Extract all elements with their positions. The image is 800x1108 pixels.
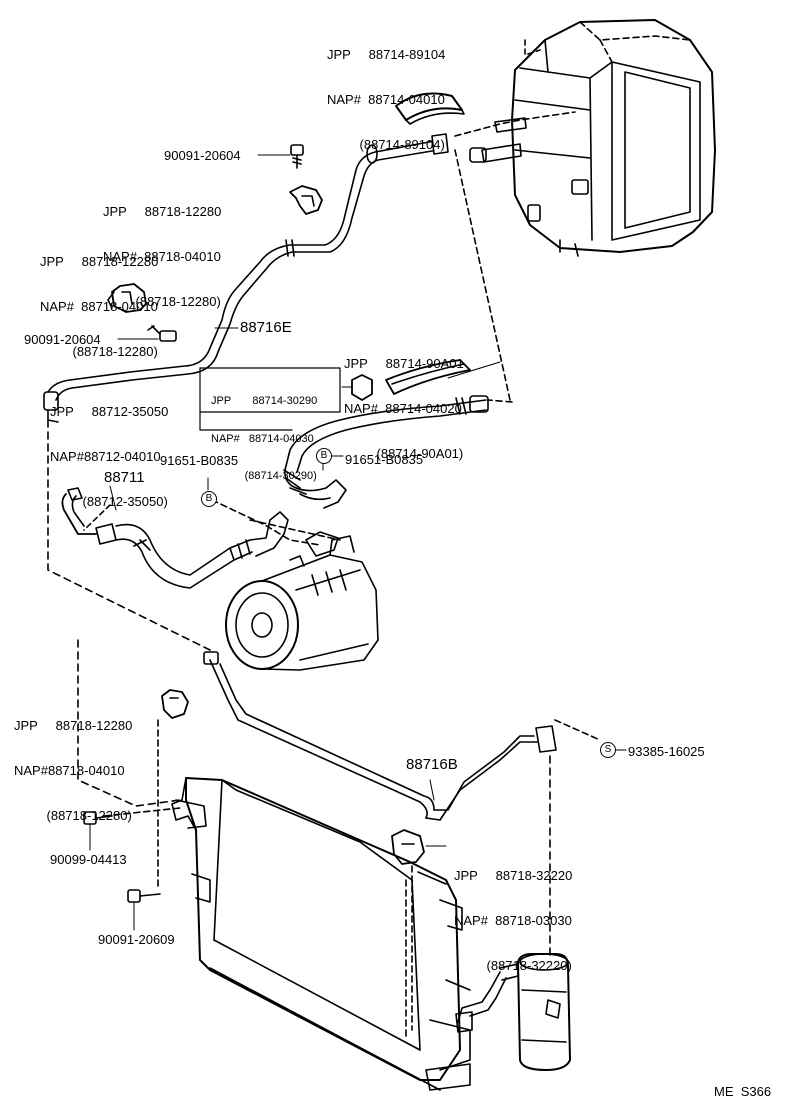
label-bolt-screw: 93385-16025 (628, 744, 705, 759)
label-bolt-04413: 90099-04413 (50, 852, 127, 867)
label-pipe-88716B: 88716B (406, 756, 458, 773)
label-clamp-b: JPP 88718-12280 NAP# 88718-04010 (88718-… (40, 254, 159, 359)
label-seal-30290: JPP 88714-30290 NAP# 88714-04030 (88714-… (211, 395, 318, 482)
label-oring-right: 91651-B0835 (345, 452, 424, 467)
receiver-drier (455, 953, 571, 1071)
bolt-20604-top-icon (290, 144, 304, 169)
label-bolt-20609: 90091-20609 (98, 932, 175, 947)
bolt-20609-icon (127, 889, 161, 903)
footer-code: ME S366 (714, 1084, 772, 1099)
seal-30290-icon (351, 374, 373, 401)
pipe-88716E (43, 133, 449, 423)
label-bolt-mid: 90091-20604 (24, 332, 101, 347)
callout-s: S (600, 742, 616, 758)
evap-dash-line (454, 149, 511, 401)
evaporator-unit (511, 19, 716, 257)
seal-90A01-icon (385, 359, 471, 395)
bolt-20604-mid-icon (147, 325, 177, 342)
clamp-b-icon (107, 283, 147, 313)
seal-89104-icon (395, 92, 465, 125)
label-hose-35050: JPP 88712-35050 NAP#88712-04010 (88712-3… (50, 404, 169, 509)
clamp-c-icon (161, 689, 189, 719)
label-seal-90A01: JPP 88714-90A01 NAP# 88714-04020 (88714-… (344, 356, 464, 461)
hose-88711 (61, 487, 289, 589)
evaporator-fittings (454, 111, 576, 163)
dash-line-35050 (47, 419, 211, 651)
condenser (171, 777, 471, 1091)
label-oring-left: 91651-B0835 (160, 453, 239, 468)
label-pipe-88716E: 88716E (240, 319, 292, 336)
clamp-d-icon (391, 829, 425, 865)
callout-b-right: B (316, 448, 332, 464)
pipe-88716B (203, 651, 557, 821)
label-clamp-d: JPP 88718-32220 NAP# 88718-03030 (88718-… (454, 868, 573, 973)
label-hose-88711: 88711 (104, 469, 145, 486)
label-clamp-a: JPP 88718-12280 NAP# 88718-04010 (88718-… (103, 204, 222, 309)
label-evap-seal: JPP 88714-89104 NAP# 88714-04010 (88714-… (327, 47, 446, 152)
label-clamp-c: JPP 88718-12280 NAP#88718-04010 (88718-1… (14, 718, 133, 823)
callout-b-left: B (201, 491, 217, 507)
label-bolt-top: 90091-20604 (164, 148, 241, 163)
hose-right (283, 395, 489, 509)
clamp-a-icon (289, 185, 323, 215)
seal-label-bracket (199, 367, 341, 431)
compressor (225, 531, 379, 671)
